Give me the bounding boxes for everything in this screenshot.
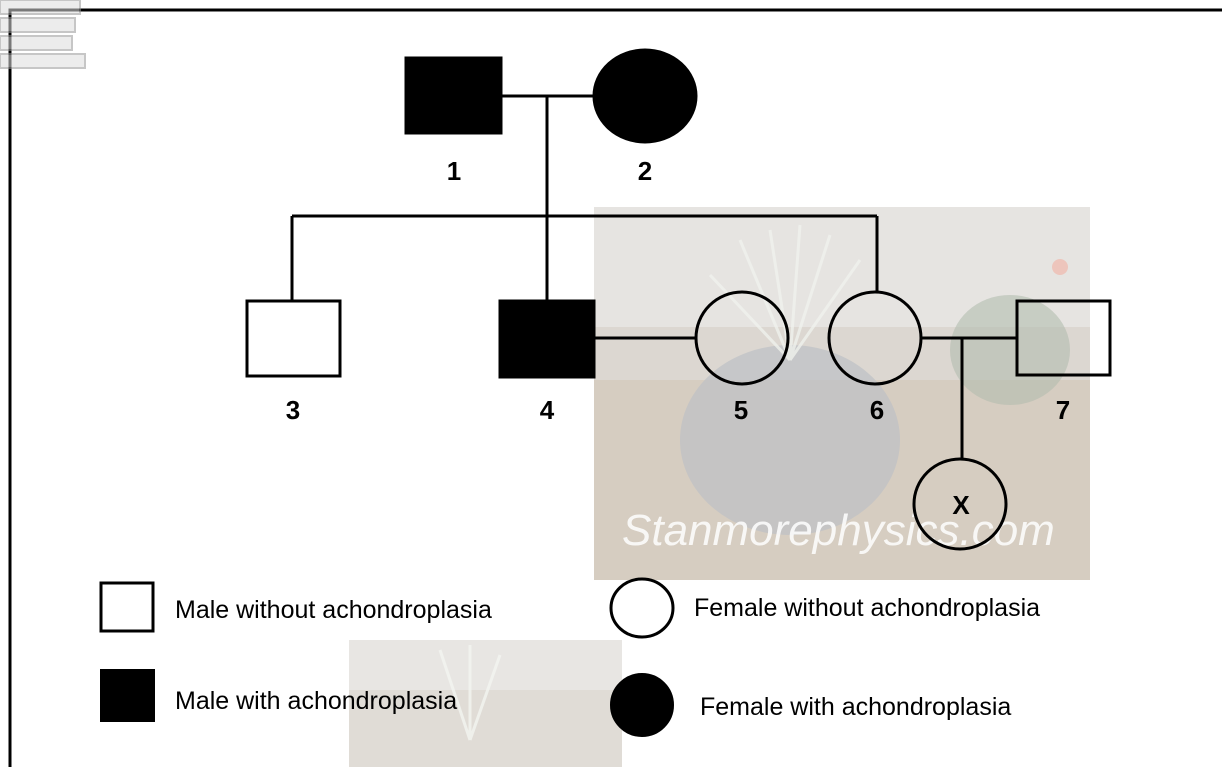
legend: Male without achondroplasia Female witho… xyxy=(99,577,1040,737)
individual-1 xyxy=(404,56,503,135)
legend-female-unaffected-label: Female without achondroplasia xyxy=(694,594,1040,622)
individual-4 xyxy=(498,299,596,379)
unknown-female-symbol xyxy=(912,457,1008,551)
individual-2 xyxy=(592,48,698,144)
corner-logo-fragment xyxy=(0,0,86,69)
individual-7 xyxy=(1015,299,1112,377)
label-individual-1: 1 xyxy=(447,156,461,186)
label-individual-6: 6 xyxy=(870,395,884,425)
affected-male-symbol xyxy=(404,56,503,135)
individual-5 xyxy=(694,290,790,386)
individual-3 xyxy=(245,299,342,378)
unaffected-male-symbol xyxy=(245,299,342,378)
legend-male-affected-symbol xyxy=(100,669,155,722)
label-individual-2: 2 xyxy=(638,156,652,186)
affected-female-symbol xyxy=(592,48,698,144)
label-individual-x: X xyxy=(952,490,970,520)
affected-male-symbol xyxy=(498,299,596,379)
label-individual-4: 4 xyxy=(540,395,555,425)
background-photo xyxy=(594,207,1090,580)
label-individual-5: 5 xyxy=(734,395,748,425)
watermark-text: Stanmorephysics.com xyxy=(622,506,1055,555)
legend-female-affected-symbol xyxy=(610,673,674,737)
legend-female-unaffected-symbol xyxy=(609,577,675,639)
label-individual-3: 3 xyxy=(286,395,300,425)
pedigree-lines xyxy=(290,94,1017,459)
unaffected-male-symbol xyxy=(1015,299,1112,377)
individual-6 xyxy=(827,290,923,386)
unaffected-female-symbol xyxy=(694,290,790,386)
legend-female-affected-label: Female with achondroplasia xyxy=(700,693,1011,721)
unaffected-female-symbol xyxy=(827,290,923,386)
label-individual-7: 7 xyxy=(1056,395,1070,425)
legend-male-affected-label: Male with achondroplasia xyxy=(175,687,457,715)
legend-male-unaffected-label: Male without achondroplasia xyxy=(175,596,492,624)
background-photo-legend xyxy=(349,640,622,767)
legend-male-unaffected-symbol xyxy=(99,581,155,633)
individual-x xyxy=(912,457,1008,551)
